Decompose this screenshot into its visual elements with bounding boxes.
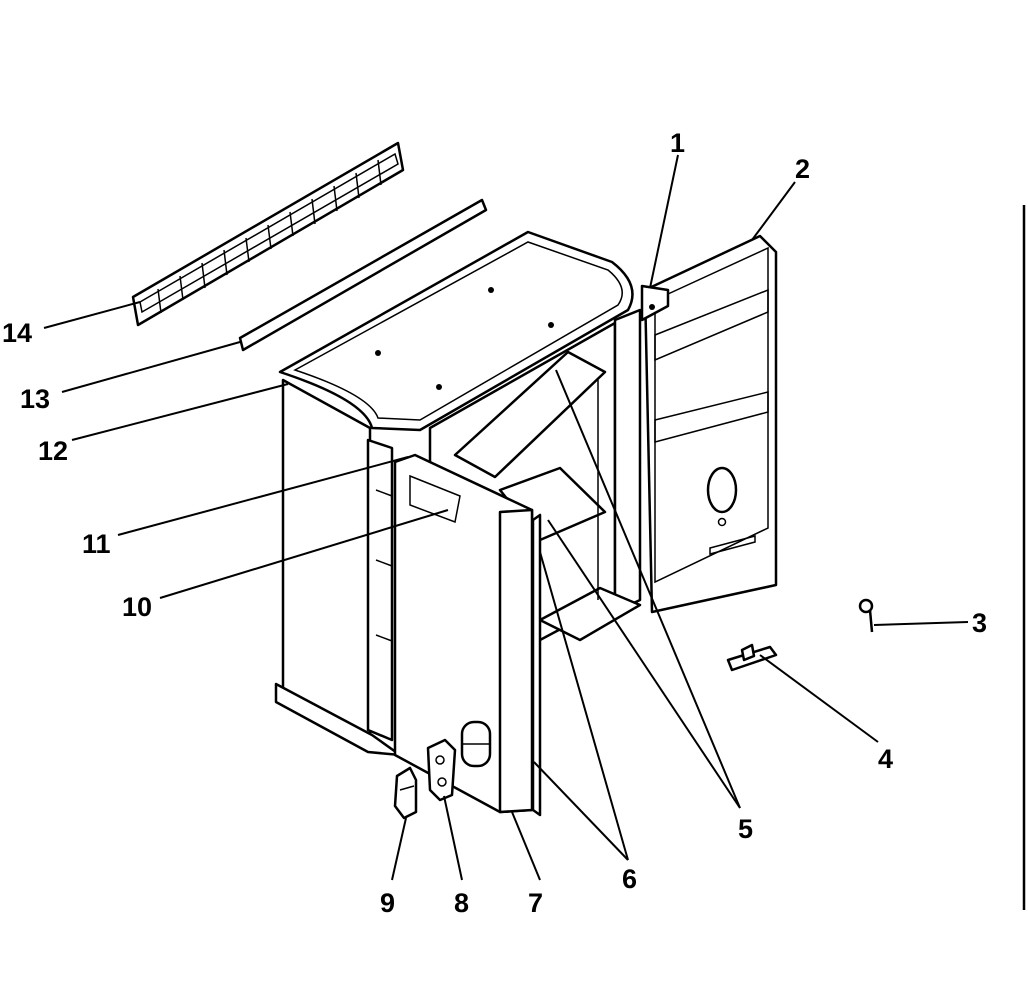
callout-8: 8 xyxy=(454,888,469,918)
leader-lines xyxy=(43,154,969,881)
callout-12: 12 xyxy=(38,436,68,466)
callout-1: 1 xyxy=(670,128,685,158)
part-14-rail xyxy=(131,141,405,327)
part-3-screw xyxy=(858,598,874,633)
callout-11: 11 xyxy=(82,529,111,559)
callouts: 1 2 3 4 5 6 7 8 9 10 11 12 13 14 xyxy=(2,128,987,918)
part-6-strips xyxy=(531,513,542,817)
callout-13: 13 xyxy=(20,384,50,414)
part-9-hinge-pin xyxy=(393,766,418,820)
callout-9: 9 xyxy=(380,888,395,918)
part-4-latch xyxy=(726,643,778,672)
callout-14: 14 xyxy=(2,318,32,348)
callout-4: 4 xyxy=(878,744,893,774)
part-13-strip xyxy=(238,198,488,352)
callout-3: 3 xyxy=(972,608,987,638)
callout-5: 5 xyxy=(738,814,753,844)
part-8-hinge-bracket xyxy=(426,738,457,802)
part-2-door-frame xyxy=(643,234,778,614)
callout-7: 7 xyxy=(528,888,543,918)
callout-2: 2 xyxy=(795,154,810,184)
callout-10: 10 xyxy=(122,592,152,622)
part-1-hinge xyxy=(640,284,670,322)
part-7-door xyxy=(393,453,534,814)
callout-6: 6 xyxy=(622,864,637,894)
